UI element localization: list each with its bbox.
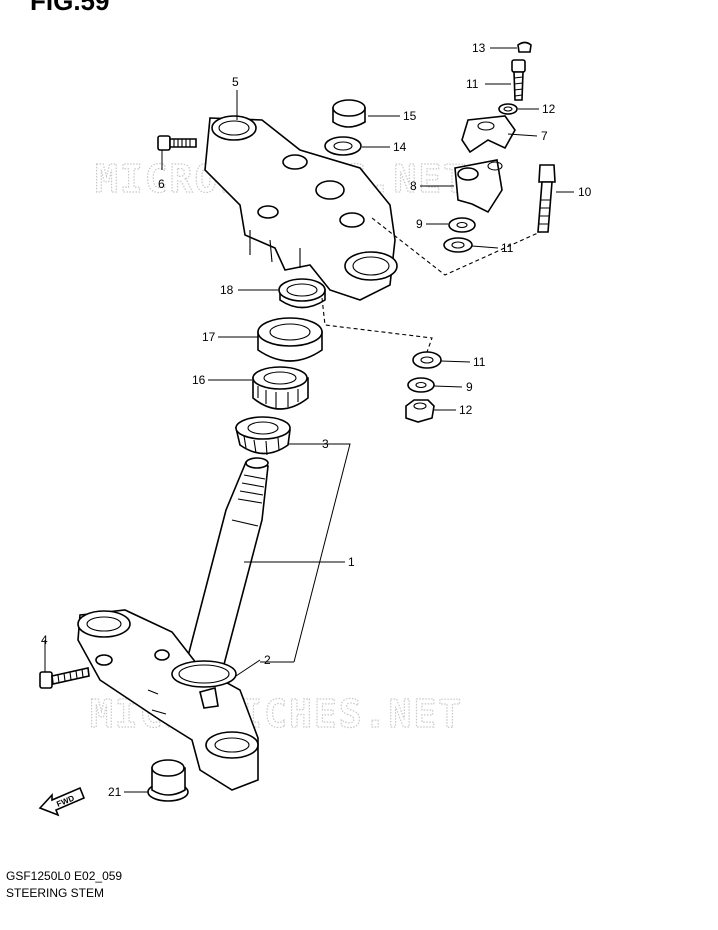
callout-3: 3 — [322, 437, 329, 451]
washer-9-top-part[interactable] — [448, 217, 476, 233]
ring-2-part[interactable] — [171, 660, 237, 688]
connector-line — [321, 297, 433, 353]
callout-5: 5 — [232, 75, 239, 89]
callout-21: 21 — [108, 785, 122, 799]
steering-stem-1-part[interactable] — [185, 457, 269, 673]
callout-20: 18 — [220, 283, 234, 297]
callout-13: 11 — [466, 77, 479, 91]
callout-10: 10 — [578, 185, 592, 199]
diagram-name: STEERING STEM — [6, 886, 105, 900]
callout-11-right: 11 — [473, 355, 486, 369]
holder-lower-8-part[interactable] — [454, 159, 503, 214]
callout-12: 12 — [459, 403, 473, 417]
bolt-13-part[interactable] — [511, 59, 526, 101]
callout-14: 12 — [542, 102, 556, 116]
lower-bracket-part[interactable] — [77, 609, 259, 791]
diagram-footer: GSF1250L0 E02_059 STEERING STEM — [6, 868, 122, 902]
callout-9-top: 9 — [416, 217, 423, 231]
bolt-6-part[interactable] — [157, 135, 197, 151]
callout-15: 13 — [472, 41, 486, 55]
fwd-arrow-icon: FWD — [38, 786, 86, 817]
diagram-code: GSF1250L0 E02_059 — [6, 869, 123, 883]
washer-11-top-part[interactable] — [443, 237, 473, 253]
nut-20-part[interactable] — [278, 278, 326, 309]
cap-17-part[interactable] — [332, 99, 366, 128]
figure-title: FIG.59 — [30, 0, 110, 16]
callout-1: 1 — [348, 555, 355, 569]
washer-9-right-part[interactable] — [407, 377, 435, 393]
callout-6: 6 — [158, 177, 165, 191]
callout-2: 2 — [264, 653, 271, 667]
holder-upper-7-part[interactable] — [461, 115, 516, 154]
seal-19-part[interactable] — [257, 317, 323, 362]
upper-bracket-part[interactable] — [204, 115, 398, 301]
callout-11-top: 11 — [501, 241, 514, 255]
cap-15-part[interactable] — [517, 41, 532, 53]
callout-9-right: 9 — [466, 380, 473, 394]
connector-line — [371, 217, 541, 276]
callout-16: 14 — [393, 140, 407, 154]
callout-17: 15 — [403, 109, 417, 123]
cap-21-part[interactable] — [147, 759, 189, 802]
callout-18: 16 — [192, 373, 206, 387]
bearing-3-part[interactable] — [234, 416, 291, 456]
nut-12-part[interactable] — [405, 399, 435, 423]
bolt-10-part[interactable] — [537, 164, 556, 233]
washer-11-right-part[interactable] — [412, 351, 442, 369]
callout-4: 4 — [41, 633, 48, 647]
leader-lines — [44, 47, 574, 793]
bearing-18-part[interactable] — [252, 366, 309, 410]
washer-14-part[interactable] — [498, 103, 518, 115]
washer-16-part[interactable] — [324, 136, 362, 156]
callout-8: 8 — [410, 179, 417, 193]
bolt-4-part[interactable] — [39, 667, 90, 689]
callout-19: 17 — [202, 330, 216, 344]
callout-7: 7 — [541, 129, 548, 143]
